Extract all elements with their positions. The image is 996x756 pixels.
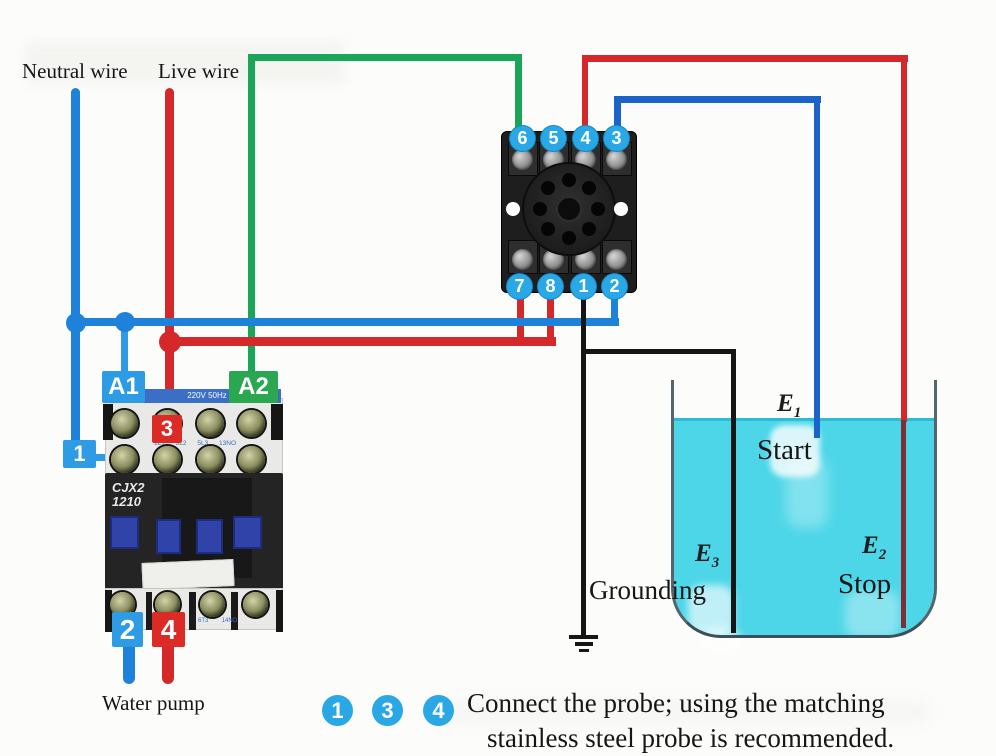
probe-e3 [731, 349, 736, 633]
probe-e1 [814, 96, 820, 438]
probe-e2-label: E2 [862, 532, 887, 563]
e3-branch-wire [583, 349, 735, 354]
start-label: Start [757, 434, 812, 466]
relay-pin-5: 5 [540, 125, 567, 152]
green-wire-pin6 [515, 54, 522, 136]
green-wire-horizontal [248, 54, 522, 61]
junction-dot [66, 313, 86, 333]
pin-hole [541, 181, 555, 195]
relay-pin-4: 4 [572, 125, 599, 152]
note-badge-1: 1 [322, 695, 353, 726]
green-wire-a2 [248, 54, 255, 422]
note-line-2: stainless steel probe is recommended. [487, 723, 895, 753]
contactor-side-tab [276, 590, 283, 632]
ground-symbol [575, 642, 593, 646]
relay-pin-1: 1 [570, 273, 597, 300]
ground-wire [581, 298, 586, 638]
terminal-markings: 1L1 3L2 5L3 13NO [153, 440, 237, 447]
junction-dot [115, 312, 135, 332]
terminal-screw [111, 410, 138, 437]
pump-neutral-wire [123, 645, 135, 684]
junction-dot [159, 331, 181, 353]
pin-hole [541, 222, 555, 236]
water-reflection [770, 425, 820, 477]
contact-button [156, 519, 181, 554]
relay-pin-6: 6 [509, 125, 536, 152]
terminal-separator [146, 592, 152, 630]
contactor-side-tab [103, 404, 113, 440]
probe-e2 [901, 420, 906, 628]
contactor-label-plate [141, 559, 235, 590]
pin-hole [582, 181, 596, 195]
neutral-bus-horizontal [71, 318, 619, 326]
live-wire-label: Live wire [158, 59, 240, 83]
background-smudge [25, 42, 345, 84]
tag-a1: A1 [102, 371, 145, 403]
live-bus-horizontal [166, 337, 556, 346]
probe-e1-label: E1 [777, 390, 802, 421]
contact-button [233, 516, 262, 549]
ground-symbol [569, 635, 598, 639]
relay-pin-2: 2 [601, 273, 628, 300]
terminal-screw [606, 149, 627, 170]
pin2-wire [611, 298, 618, 324]
contactor-side-tab [271, 404, 283, 440]
water-reflection [786, 458, 828, 528]
grounding-label: Grounding [589, 575, 706, 605]
neutral-wire-label: Neutral wire [22, 59, 128, 83]
relay-pin-7: 7 [506, 273, 533, 300]
probe-e3-label: E3 [695, 540, 720, 571]
contactor-model: CJX2 1210 [112, 480, 145, 509]
tag-1: 1 [63, 440, 96, 468]
pin-hole [533, 202, 547, 216]
relay-pin-3: 3 [603, 125, 630, 152]
pin-hole [591, 202, 605, 216]
tag-3: 3 [152, 415, 182, 443]
terminal-screw [512, 249, 533, 270]
e1-wire-horizontal [615, 96, 821, 103]
tag-2: 2 [112, 612, 143, 647]
water-pump-label: Water pump [102, 691, 205, 715]
mounting-hole [614, 202, 628, 216]
contact-button [196, 519, 223, 554]
relay-pin-8: 8 [537, 273, 564, 300]
pin-hole [562, 173, 576, 187]
terminal-screw [197, 446, 224, 473]
tag-4: 4 [152, 612, 185, 647]
terminal-screw [606, 249, 627, 270]
water-tank [671, 380, 937, 638]
terminal-screw [238, 410, 265, 437]
terminal-screw [197, 410, 224, 437]
terminal-screw [154, 446, 181, 473]
terminal-screw [243, 592, 268, 617]
background-smudge [430, 700, 930, 724]
note-line-1: Connect the probe; using the matching [467, 688, 885, 718]
note-badge-3: 3 [372, 695, 403, 726]
terminal-screw [238, 446, 265, 473]
contact-button [110, 516, 139, 549]
pin-hole [582, 222, 596, 236]
e2-wire-vertical [901, 55, 907, 422]
pump-live-wire [162, 645, 174, 684]
terminal-screw [512, 149, 533, 170]
stop-label: Stop [838, 568, 892, 600]
pin4-wire [582, 55, 588, 129]
pin3-wire [614, 96, 621, 130]
pin-hole [562, 231, 576, 245]
terminal-screw [200, 592, 225, 617]
ground-symbol [579, 649, 589, 652]
terminal-separator [189, 592, 196, 630]
note-badge-4: 4 [423, 695, 454, 726]
terminal-markings: 6T3 14NO [198, 618, 238, 624]
tag-a2: A2 [229, 371, 278, 403]
contactor-side-tab [105, 590, 112, 632]
mounting-hole [506, 202, 520, 216]
terminal-separator [231, 592, 238, 630]
e2-wire-horizontal [583, 55, 908, 62]
live-wire [165, 88, 174, 462]
socket-keyway [556, 196, 582, 222]
terminal-screw [111, 446, 138, 473]
neutral-wire [71, 88, 80, 445]
